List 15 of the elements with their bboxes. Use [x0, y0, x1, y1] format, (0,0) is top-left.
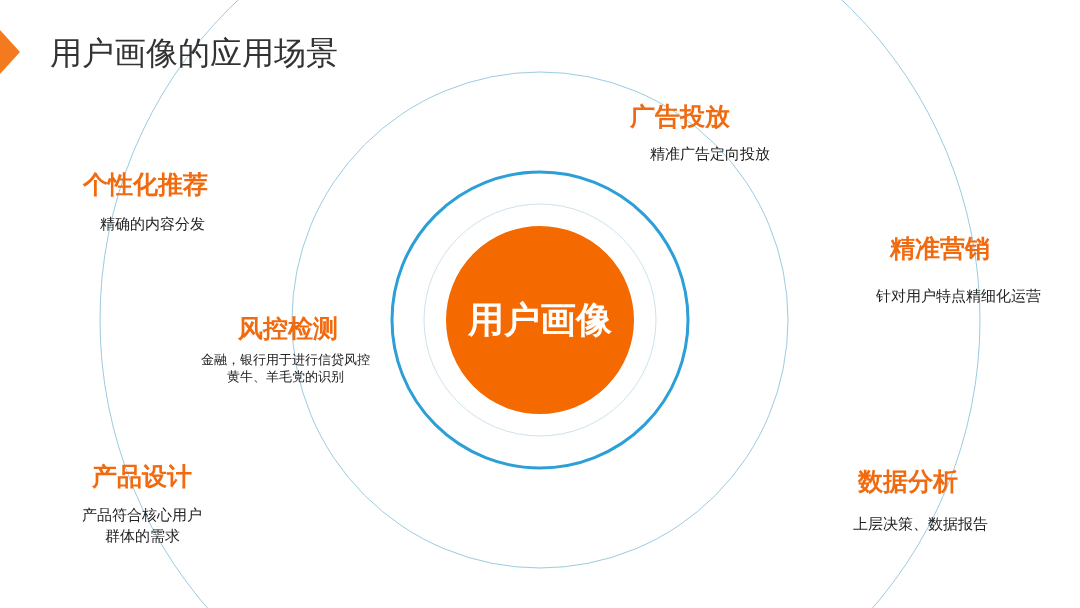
heading: 精准营销	[890, 233, 990, 265]
heading: 个性化推荐	[82, 169, 208, 201]
description: 针对用户特点精细化运营	[875, 287, 1041, 306]
page-title: 用户画像的应用场景	[50, 33, 338, 74]
center-circle: 用户画像	[443, 223, 637, 417]
heading: 产品设计	[92, 461, 192, 493]
description: 黄牛、羊毛党的识别	[226, 368, 344, 386]
description: 产品符合核心用户群体的需求	[81, 505, 203, 547]
description: 上层决策、数据报告	[852, 515, 988, 534]
heading: 数据分析	[858, 466, 958, 498]
description: 精确的内容分发	[99, 215, 205, 234]
description: 金融，银行用于进行信贷风控	[200, 351, 370, 369]
description: 精准广告定向投放	[650, 145, 770, 164]
heading: 广告投放	[630, 101, 730, 133]
heading: 风控检测	[238, 313, 338, 345]
